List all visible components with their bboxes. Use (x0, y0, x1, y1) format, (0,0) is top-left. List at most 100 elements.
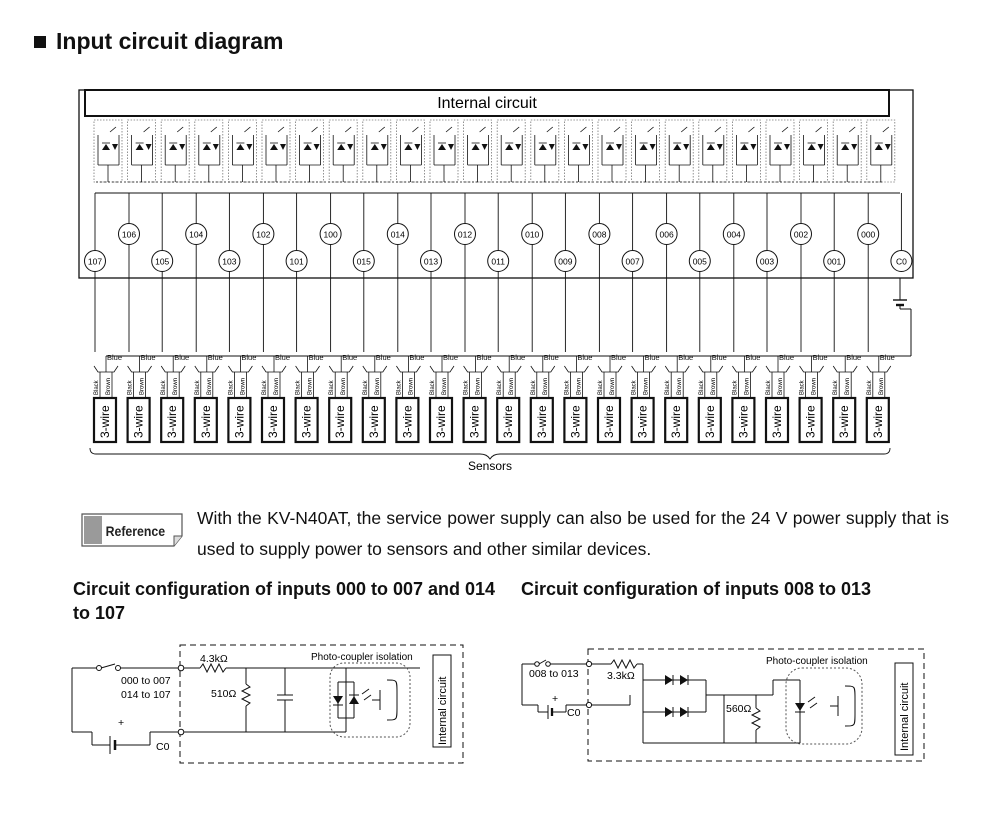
brown-wire-label: Brown (812, 378, 818, 395)
black-wire-label: Black (665, 379, 671, 395)
terminal-015: 015 (352, 250, 375, 272)
terminal-label: 000 (861, 230, 875, 240)
diode-icon (270, 144, 278, 150)
diode-icon (874, 144, 883, 150)
c2-series-resistor: 3.3kΩ (607, 670, 635, 682)
diode-icon (438, 144, 446, 150)
black-wire-label: Black (800, 379, 806, 395)
light-arrow (512, 126, 520, 133)
sensor-box (865, 396, 890, 444)
terminal-label: 012 (458, 230, 472, 240)
diode-icon (884, 144, 891, 150)
sensor-box (731, 396, 756, 444)
wire-bend (396, 365, 421, 373)
terminal-106: 106 (118, 223, 140, 245)
wire-bend (93, 365, 119, 373)
brown-wire-label: Brown (308, 378, 314, 395)
terminal-label: 004 (727, 230, 741, 240)
diode-icon (347, 144, 354, 150)
brown-wire-label: Brown (576, 378, 582, 395)
circuit1-title: Circuit configuration of inputs 000 to 0… (73, 579, 496, 623)
diode-icon (716, 144, 723, 150)
sensor-label: 3-wire (400, 405, 414, 438)
black-wire-label: Black (296, 379, 302, 395)
black-wire-label: Black (632, 379, 638, 395)
c1-internal-label: Internal circuit (437, 677, 449, 745)
terminal-circle (319, 223, 342, 245)
diode-icon (337, 144, 346, 150)
terminal-101: 101 (285, 250, 308, 272)
sensor-label: 3-wire (871, 405, 885, 438)
blue-wire-label: Blue (275, 353, 290, 362)
diode-icon (572, 144, 581, 150)
blue-wire-label: Blue (443, 353, 458, 362)
terminal-label: 013 (424, 257, 438, 267)
terminal-label: 003 (760, 257, 774, 267)
terminal-label: 107 (88, 257, 102, 267)
sensor-box (496, 396, 521, 444)
terminal-007: 007 (621, 250, 644, 272)
light-arrow (412, 126, 419, 133)
photocoupler-0 (93, 119, 123, 183)
diode-icon (481, 144, 488, 150)
photocoupler-4 (227, 119, 257, 183)
diode-icon (606, 144, 614, 150)
diode-icon (548, 144, 555, 150)
c1-inputs-line1: 000 to 007 (121, 675, 171, 687)
terminal-circle (118, 223, 140, 245)
brown-wire-label: Brown (711, 378, 717, 395)
sensor-box (227, 396, 252, 444)
c2-isolation-label: Photo-coupler isolation (766, 656, 868, 667)
sensor-label: 3-wire (669, 405, 683, 438)
brown-wire-label: Brown (207, 378, 213, 395)
diode-icon (649, 144, 656, 150)
light-arrow (613, 126, 621, 133)
black-wire-label: Black (195, 379, 201, 395)
diode-icon (112, 144, 118, 150)
photocoupler-1 (127, 119, 156, 183)
light-arrow (680, 126, 688, 133)
photocoupler-6 (295, 119, 325, 183)
brown-wire-label: Brown (744, 378, 750, 395)
terminal-circle (285, 250, 308, 272)
sensor-box (193, 396, 218, 444)
terminal-006: 006 (655, 223, 678, 245)
brown-wire-label: Brown (173, 378, 179, 395)
wire-bend (732, 365, 757, 373)
sensor-label: 3-wire (266, 405, 280, 438)
black-wire-label: Black (766, 379, 772, 395)
sensors-brace (89, 447, 891, 460)
c1-isolation-label: Photo-coupler isolation (311, 652, 413, 663)
c2-shunt-resistor: 560Ω (726, 703, 752, 715)
wire-bend (631, 365, 656, 373)
terminal-label: 001 (827, 257, 841, 267)
terminal-014: 014 (386, 223, 409, 245)
blue-wire-label: Blue (477, 353, 492, 362)
brown-wire-label: Brown (845, 378, 851, 395)
terminal-circle (554, 250, 577, 272)
blue-wire-label: Blue (745, 353, 760, 362)
wire-bend (261, 365, 287, 373)
reference-text: With the KV-N40AT, the service power sup… (197, 508, 949, 559)
sensor-box (92, 396, 118, 444)
sensor-box (832, 396, 857, 444)
brown-wire-label: Brown (274, 378, 280, 395)
photocoupler-15 (597, 119, 627, 183)
photocoupler-13 (530, 119, 560, 183)
terminal-003: 003 (756, 250, 778, 272)
blue-wire-label: Blue (409, 353, 424, 362)
terminal-label: 015 (357, 257, 371, 267)
light-arrow (445, 126, 453, 133)
terminal-011: 011 (487, 250, 510, 272)
